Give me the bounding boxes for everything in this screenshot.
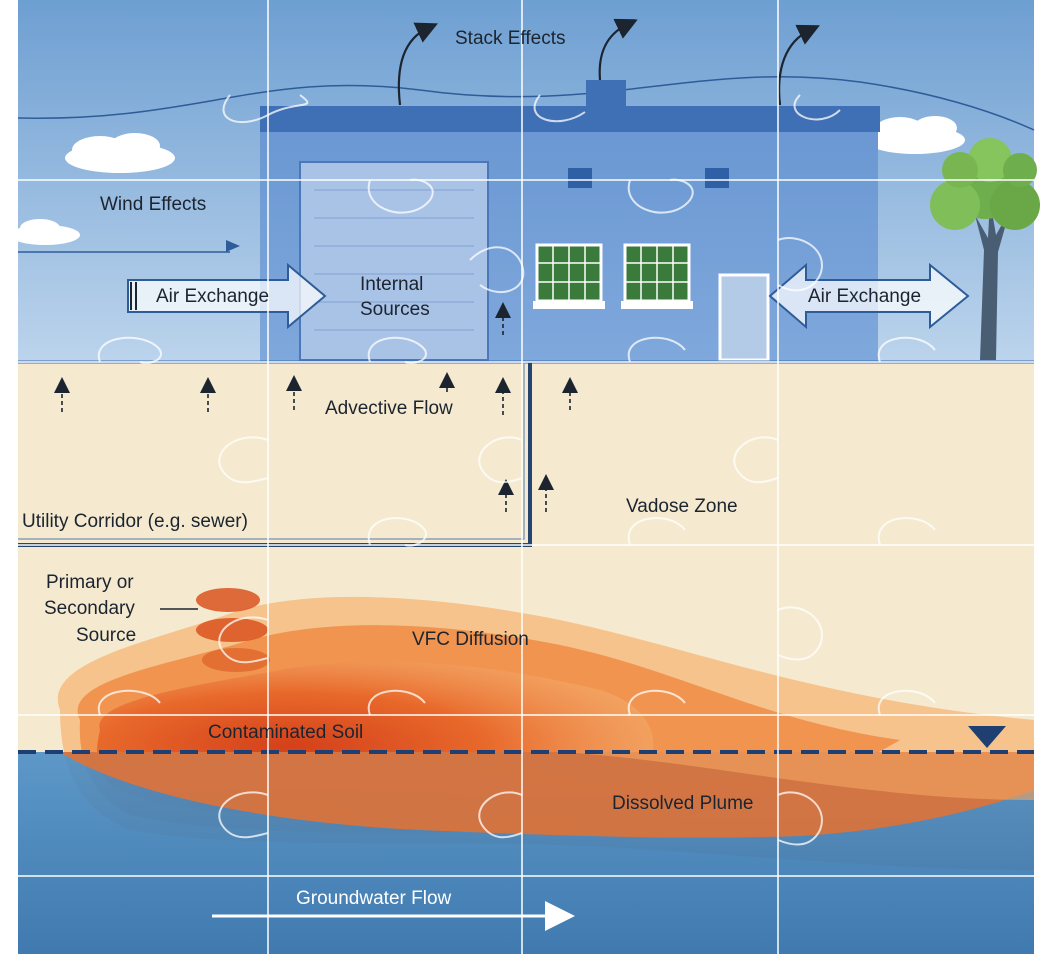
dissolved-plume-label: Dissolved Plume [612,793,754,814]
building [260,80,880,362]
window-icon [621,243,693,309]
advective-flow-label: Advective Flow [325,398,453,419]
wind-flag-icon [226,240,240,252]
stack-effect-arrows [397,18,820,106]
air-exchange-right-label: Air Exchange [808,286,921,307]
tree-icon [930,138,1040,360]
cloud-icon [865,116,965,154]
window-icon [533,243,605,309]
stack-effects-label: Stack Effects [455,28,566,49]
garage-door [299,161,489,361]
primary-source-label-2: Secondary [44,598,135,619]
puzzle-grid [18,0,1034,954]
primary-source-label-1: Primary or [46,572,134,593]
vadose-zone-label: Vadose Zone [626,496,738,517]
air-exchange-arrow-left [127,262,327,330]
door [718,273,770,362]
utility-corridor-label: Utility Corridor (e.g. sewer) [22,511,248,532]
wind-effects-label: Wind Effects [100,194,206,215]
wind-line [17,75,1035,131]
internal-sources-label-2: Sources [360,299,430,320]
air-exchange-left-label: Air Exchange [156,286,269,307]
cloud-icon [10,219,80,245]
vfc-diffusion-label: VFC Diffusion [412,629,529,650]
water-table-icon [968,726,1006,748]
internal-sources-label-1: Internal [360,274,423,295]
groundwater-flow-label: Groundwater Flow [296,888,452,909]
contaminated-soil-label: Contaminated Soil [208,722,363,743]
primary-source-label-3: Source [76,625,136,646]
air-exchange-arrow-right [768,262,970,330]
cloud-icon [65,133,175,173]
advective-flow-arrows [54,302,578,512]
